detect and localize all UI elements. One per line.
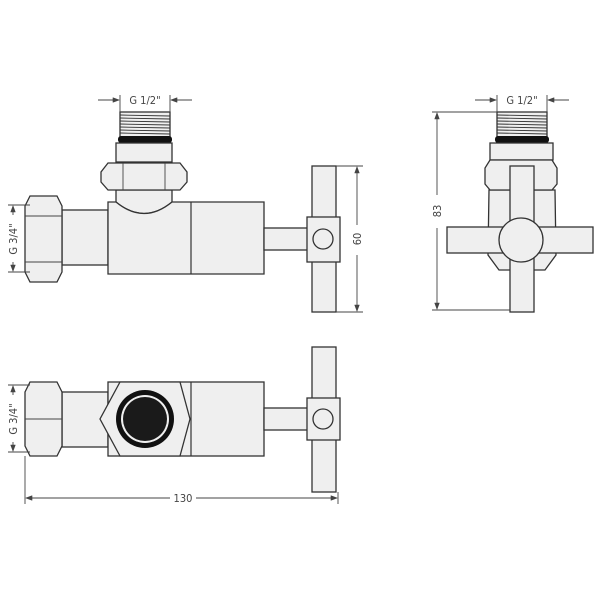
front-collar [115, 142, 173, 163]
dim-left-thread-front: G 3/4" [7, 223, 20, 254]
thread-ridge [119, 117, 171, 120]
thread-ridge [496, 126, 548, 129]
front-stem [263, 227, 311, 251]
dim-left-thread-bottom: G 3/4" [7, 403, 20, 434]
front-body [107, 201, 265, 275]
dimension-lines [8, 95, 569, 504]
bottom-view [24, 346, 341, 493]
dim-total-height: 83 [431, 205, 444, 218]
thread-ridge [496, 129, 548, 132]
front-view [24, 111, 341, 313]
front-pipe [61, 209, 109, 266]
thread-ridge [496, 123, 548, 126]
thread-ridge [496, 132, 548, 135]
front-left-nut [24, 195, 63, 283]
front-thread [118, 111, 172, 143]
dim-total-length: 130 [174, 492, 193, 505]
thread-ridge [496, 120, 548, 123]
dim-handle-height: 60 [351, 233, 364, 246]
thread-ridge [119, 120, 171, 123]
thread-ridge [119, 126, 171, 129]
side-thread [495, 111, 549, 143]
thread-ridge [119, 132, 171, 135]
front-hex-nut [100, 162, 188, 191]
thread-ridge [119, 114, 171, 117]
thread-ridge [119, 123, 171, 126]
side-handle-hub [498, 217, 544, 263]
dim-top-thread: G 1/2" [129, 94, 160, 107]
side-view [446, 111, 594, 313]
thread-ridge [496, 117, 548, 120]
thread-ridge [119, 129, 171, 132]
dim-side-thread: G 1/2" [506, 94, 537, 107]
thread-ridge [496, 114, 548, 117]
outlet-port [123, 397, 167, 441]
